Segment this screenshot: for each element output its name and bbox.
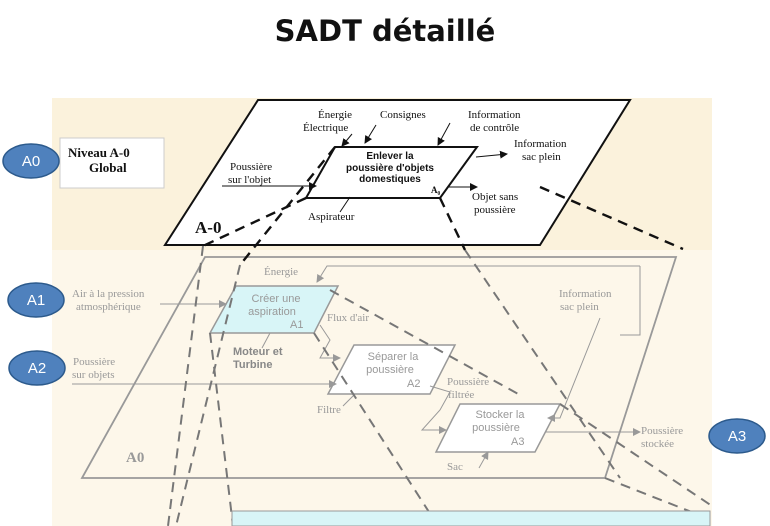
dust-stored-line2: stockée	[641, 438, 674, 450]
control-orders: Consignes	[380, 109, 426, 121]
arrow-dust-filtered	[420, 385, 451, 434]
function-box-a3-line1: Stocker la	[476, 409, 526, 421]
arrow-filter	[342, 393, 356, 407]
function-box-a2-line2: poussière	[366, 364, 414, 376]
output-info-line1: Information	[514, 138, 567, 150]
input-dust-line1: Poussière	[230, 161, 272, 173]
function-box-a3-code: A3	[511, 436, 524, 448]
info-bag-full-line2: sac plein	[560, 301, 599, 313]
control-energy-line2: Électrique	[303, 122, 348, 134]
air-line2: atmosphérique	[76, 301, 141, 313]
arrow-motor	[261, 332, 271, 349]
control-energy-line1: Énergie	[318, 109, 352, 121]
arrow-energy	[341, 133, 353, 147]
a-minus-0-frame-label: A-0	[195, 218, 221, 237]
arrow-bag	[478, 451, 489, 469]
mechanism-label: Aspirateur	[308, 211, 355, 223]
arrow-output-info	[475, 150, 508, 159]
projection-lines	[202, 146, 684, 266]
arrow-orders	[364, 124, 377, 144]
badge-a1: A1	[7, 282, 65, 318]
airflow-label: Flux d'air	[327, 312, 369, 324]
control-info-line1: Information	[468, 109, 521, 121]
dust-in-line1: Poussière	[73, 356, 115, 368]
function-box-a0-line1: Enlever la	[366, 151, 414, 162]
svg-text:A3: A3	[728, 428, 746, 445]
arrow-mechanism	[339, 196, 351, 213]
arrow-energy-top	[316, 265, 640, 283]
arrow-energy-loop	[620, 266, 641, 336]
energy-label: Énergie	[264, 266, 298, 278]
projection-lines-detail	[167, 245, 713, 526]
function-box-a1-line2: aspiration	[248, 306, 296, 318]
function-box-a0-code: A₀	[431, 185, 440, 195]
dust-stored-line1: Poussière	[641, 425, 683, 437]
arrow-control	[437, 122, 451, 146]
badge-a0: A0	[2, 143, 60, 179]
output-info-line2: sac plein	[522, 151, 561, 163]
filter-label: Filtre	[317, 404, 341, 416]
function-box-a1-code: A1	[290, 319, 303, 331]
function-box-a3	[434, 403, 562, 453]
svg-text:A0: A0	[22, 153, 40, 170]
function-box-a0-line2: poussière d'objets	[346, 163, 434, 174]
svg-text:A1: A1	[27, 292, 45, 309]
page-title: SADT détaillé	[274, 14, 496, 48]
badge-a2: A2	[8, 350, 66, 386]
input-dust-line2: sur l'objet	[228, 174, 271, 186]
bag-label: Sac	[447, 461, 463, 473]
a-minus-0-title-line1: Niveau A-0	[68, 145, 130, 160]
motor-line1: Moteur et	[233, 346, 283, 358]
dust-in-line2: sur objets	[72, 369, 114, 381]
a-minus-0-title-line2: Global	[89, 160, 127, 175]
function-box-a2-line1: Séparer la	[368, 351, 420, 363]
motor-line2: Turbine	[233, 359, 273, 371]
badge-a3: A3	[708, 418, 766, 454]
function-box-a2-code: A2	[407, 378, 420, 390]
next-level-box-preview	[231, 510, 711, 526]
function-box-a2	[326, 344, 457, 395]
dust-filtered-line1: Poussière	[447, 376, 489, 388]
control-info-line2: de contrôle	[470, 122, 519, 134]
svg-text:A2: A2	[28, 360, 46, 377]
output-clean-line1: Objet sans	[472, 191, 518, 203]
function-box-a3-line2: poussière	[472, 422, 520, 434]
dust-filtered-line2: filtrée	[448, 389, 474, 401]
output-clean-line2: poussière	[474, 204, 516, 216]
arrow-info-bag-full	[547, 317, 601, 422]
a-minus-0-label-box	[59, 137, 165, 189]
function-box-a1-line1: Créer une	[252, 293, 301, 305]
a0-detail-frame-label: A0	[126, 450, 144, 466]
air-line1: Air à la pression	[72, 288, 145, 300]
info-bag-full-line1: Information	[559, 288, 612, 300]
function-box-a0-line3: domestiques	[359, 174, 421, 185]
